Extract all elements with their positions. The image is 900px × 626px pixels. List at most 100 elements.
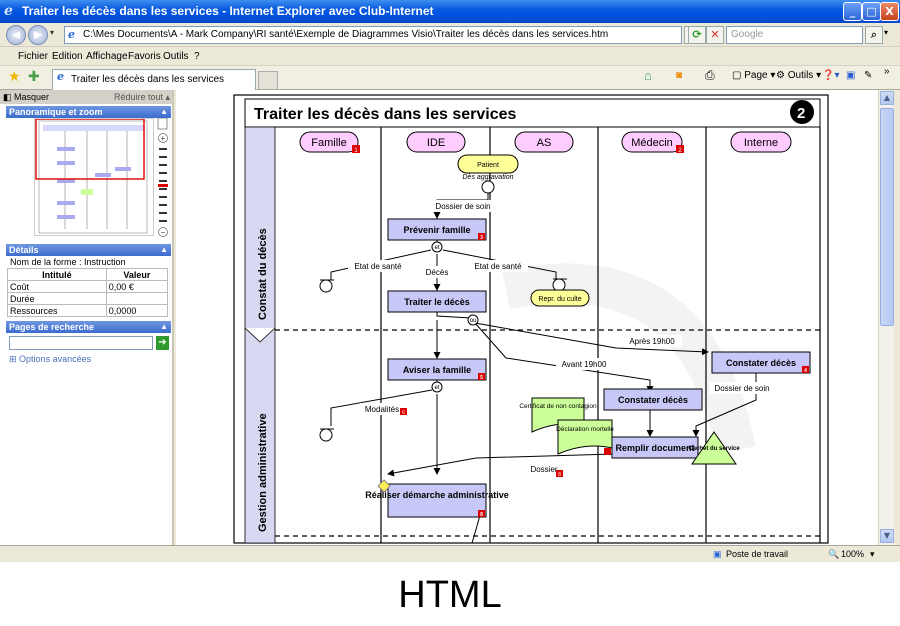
menu-favoris[interactable]: Favoris bbox=[128, 51, 161, 62]
address-input[interactable]: e C:\Mes Documents\A - Mark Company\RI s… bbox=[64, 26, 682, 44]
tab-current[interactable]: e Traiter les décès dans les services bbox=[52, 69, 256, 90]
scroll-down-icon[interactable]: ▼ bbox=[880, 529, 894, 543]
pan-zoom-header[interactable]: Panoramique et zoom▲ bbox=[6, 106, 171, 118]
doc-declaration bbox=[557, 419, 613, 455]
and-gateway bbox=[431, 241, 443, 253]
stamp-label: Cachet du service bbox=[688, 446, 740, 452]
search-input[interactable]: Google bbox=[726, 26, 863, 44]
zoom-level[interactable]: 100% bbox=[841, 549, 865, 559]
history-dropdown-icon[interactable]: ▾ bbox=[50, 28, 55, 37]
home-icon[interactable]: ⌂ bbox=[644, 68, 652, 83]
details-header[interactable]: Détails ▲ bbox=[6, 244, 171, 256]
new-tab-button[interactable] bbox=[258, 71, 278, 89]
lane-label-medecin: Médecin bbox=[631, 137, 673, 149]
tools-menu-label: Outils bbox=[787, 70, 814, 81]
refresh-icon[interactable]: ⟳ bbox=[688, 26, 706, 44]
lane-header-medecin bbox=[621, 131, 683, 153]
task-prevenir-famille bbox=[387, 218, 487, 241]
gateway-label: et bbox=[434, 245, 439, 251]
more-tools-icon[interactable]: » bbox=[884, 66, 890, 77]
close-button[interactable]: X bbox=[880, 2, 899, 21]
task-badge: 3 bbox=[480, 235, 483, 241]
cell: Coût bbox=[7, 280, 107, 293]
page-menu[interactable]: ▢ Page ▾ bbox=[732, 70, 776, 81]
search-icon[interactable]: ⌕ bbox=[865, 26, 883, 44]
search-go-button[interactable]: ➔ bbox=[156, 336, 169, 350]
task-label: Prévenir famille bbox=[403, 225, 470, 235]
task-label: Constater décès bbox=[726, 358, 796, 368]
vertical-scrollbar[interactable]: ▲ ▼ bbox=[878, 90, 894, 545]
back-button[interactable]: ◀ bbox=[6, 25, 26, 45]
tab-row: ★ ✚ e Traiter les décès dans les service… bbox=[0, 66, 900, 90]
table-row: Durée bbox=[7, 292, 169, 305]
search-pages-header[interactable]: Pages de recherche▲ bbox=[6, 321, 171, 333]
pane-header: ◧ Masquer Réduire tout ▴ bbox=[0, 90, 172, 104]
start-event-patient bbox=[457, 154, 519, 174]
ie-icon: e bbox=[4, 3, 13, 19]
collapse-icon: ▲ bbox=[160, 245, 168, 254]
task-label: Réaliser démarche administrative bbox=[365, 490, 509, 500]
details-title: Détails bbox=[9, 245, 39, 255]
cell bbox=[105, 292, 169, 305]
lane-label-interne: Interne bbox=[744, 137, 778, 149]
tools-menu[interactable]: ⚙ Outils ▾ bbox=[776, 70, 822, 81]
zone-label: Poste de travail bbox=[726, 549, 789, 559]
forward-button[interactable]: ▶ bbox=[28, 25, 48, 45]
flow-badge: 8 bbox=[558, 472, 561, 478]
swimlane-diagram: Traiter les décès dans les services 2 Co… bbox=[233, 94, 829, 544]
menu-edition[interactable]: Edition bbox=[52, 51, 83, 62]
hide-pane-button[interactable]: ◧ Masquer bbox=[3, 92, 50, 102]
window-title: Traiter les décès dans les services - In… bbox=[22, 4, 434, 18]
add-favorite-icon[interactable]: ✚ bbox=[28, 69, 40, 85]
advanced-options-link[interactable]: ⊞ Options avancées bbox=[9, 354, 92, 364]
pages-search-input[interactable] bbox=[9, 336, 153, 350]
tab-label: Traiter les décès dans les services bbox=[71, 74, 225, 85]
messenger-icon[interactable]: ✎ bbox=[864, 70, 873, 81]
scroll-up-icon[interactable]: ▲ bbox=[880, 91, 894, 105]
lane-badge: 1 bbox=[354, 148, 358, 154]
page-number: 2 bbox=[797, 105, 805, 122]
navigation-pane: ◧ Masquer Réduire tout ▴ Panoramique et … bbox=[0, 90, 174, 545]
maximize-button[interactable]: □ bbox=[862, 2, 881, 21]
menu-bar: Fichier Edition Affichage Favoris Outils… bbox=[0, 48, 900, 66]
minimize-button[interactable]: _ bbox=[843, 2, 862, 21]
scroll-thumb[interactable] bbox=[880, 108, 894, 326]
menu-fichier[interactable]: Fichier bbox=[18, 51, 49, 62]
tab-page-icon: e bbox=[57, 70, 64, 83]
print-icon[interactable]: ⎙ bbox=[705, 68, 715, 82]
cell: Ressources bbox=[7, 304, 107, 317]
stamp-cachet-service bbox=[691, 431, 737, 465]
diagram-viewport[interactable]: Traiter les décès dans les services 2 Co… bbox=[176, 90, 878, 545]
favorites-star-icon[interactable]: ★ bbox=[8, 69, 21, 85]
task-badge: 5 bbox=[480, 375, 483, 381]
menu-outils[interactable]: Outils bbox=[163, 51, 189, 62]
search-dropdown-icon[interactable]: ▾ bbox=[884, 28, 889, 37]
collapse-all-button[interactable]: Réduire tout ▴ bbox=[114, 92, 171, 102]
zoom-slider[interactable]: + − bbox=[157, 117, 169, 240]
stop-icon[interactable]: ✕ bbox=[706, 26, 724, 44]
lane-label-as: AS bbox=[537, 137, 552, 149]
help-icon[interactable]: ❓▾ bbox=[822, 70, 840, 81]
flow-label: Décès bbox=[426, 268, 449, 277]
lane-header-ide bbox=[406, 131, 466, 153]
feeds-icon[interactable]: ◙ bbox=[676, 70, 683, 81]
zoom-icon[interactable]: 🔍 bbox=[828, 549, 840, 559]
zoom-dropdown-icon[interactable]: ▾ bbox=[870, 549, 875, 559]
menu-help[interactable]: ? bbox=[194, 51, 200, 62]
start-sublabel: Dès aggravation bbox=[463, 174, 514, 181]
flow-label: Dossier de soin bbox=[714, 384, 769, 393]
pan-zoom-title: Panoramique et zoom bbox=[9, 107, 103, 117]
shape-name: Nom de la forme : Instruction bbox=[10, 257, 126, 267]
gateway-label: et bbox=[434, 385, 439, 391]
menu-affichage[interactable]: Affichage bbox=[86, 51, 128, 62]
task-badge: 8 bbox=[480, 512, 483, 518]
diagram-thumbnail[interactable] bbox=[34, 118, 154, 236]
caption-label: HTML bbox=[398, 574, 502, 616]
and-gateway bbox=[431, 381, 443, 393]
lane-header-as bbox=[514, 131, 574, 153]
research-icon[interactable]: ▣ bbox=[846, 70, 856, 81]
svg-text:+: + bbox=[161, 134, 166, 143]
gateway-label: ou bbox=[470, 318, 477, 324]
